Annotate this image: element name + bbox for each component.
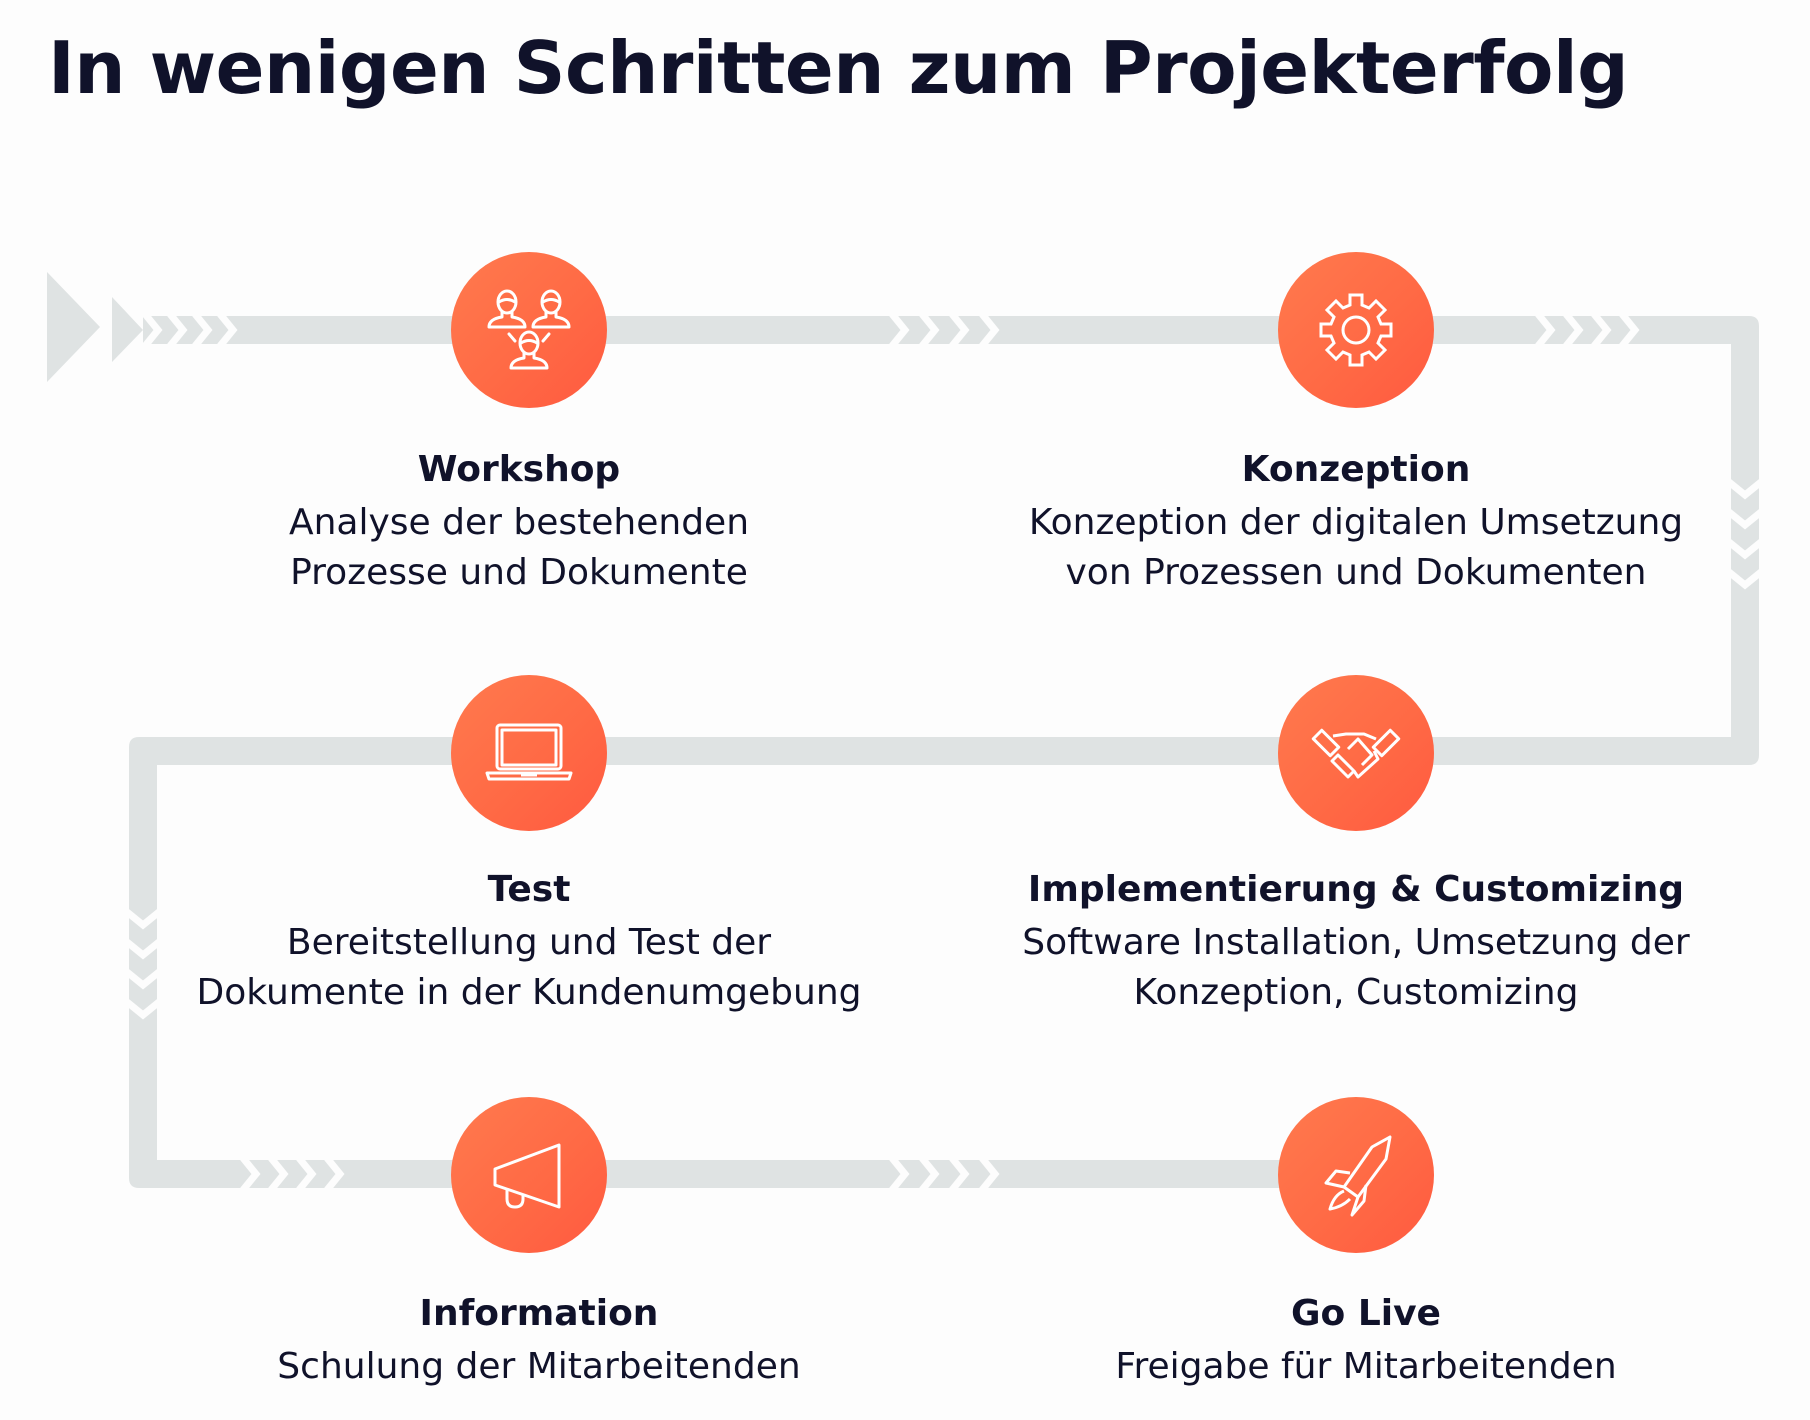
step-description: Bereitstellung und Test der Dokumente in… <box>196 922 862 1013</box>
step-workshop-circle <box>451 252 607 408</box>
step-description: Schulung der Mitarbeitenden <box>277 1346 801 1387</box>
step-title: Go Live <box>1291 1293 1441 1334</box>
step-description: Freigabe für Mitarbeitenden <box>1115 1346 1617 1387</box>
people-group-icon <box>487 289 571 370</box>
rocket-icon <box>1324 1135 1392 1217</box>
step-title: Workshop <box>417 449 621 490</box>
page-title: In wenigen Schritten zum Projekterfolg <box>48 26 1629 110</box>
start-arrow-small-icon <box>112 297 143 362</box>
step-golive: Go Live Freigabe für Mitarbeitenden <box>986 1292 1746 1392</box>
step-title: Implementierung & Customizing <box>1027 869 1685 910</box>
step-konzeption: Konzeption Konzeption der digitalen Umse… <box>976 448 1736 598</box>
megaphone-icon <box>493 1143 561 1209</box>
step-description: Software Installation, Umsetzung der Kon… <box>1022 922 1690 1013</box>
step-information: Information Schulung der Mitarbeitenden <box>159 1292 919 1392</box>
start-arrow-large-icon <box>47 272 100 382</box>
step-title: Konzeption <box>1241 449 1471 490</box>
laptop-icon <box>485 723 573 781</box>
step-golive-circle <box>1278 1097 1434 1253</box>
step-test: Test Bereitstellung und Test der Dokumen… <box>149 868 909 1018</box>
step-implementierung: Implementierung & Customizing Software I… <box>976 868 1736 1018</box>
step-test-circle <box>451 675 607 831</box>
handshake-icon <box>1311 728 1401 779</box>
step-workshop: Workshop Analyse der bestehenden Prozess… <box>139 448 899 598</box>
step-description: Analyse der bestehenden Prozesse und Dok… <box>288 502 750 593</box>
gear-icon <box>1319 293 1393 367</box>
step-information-circle <box>451 1097 607 1253</box>
step-title: Test <box>487 869 571 910</box>
step-implementierung-circle <box>1278 675 1434 831</box>
step-konzeption-circle <box>1278 252 1434 408</box>
step-title: Information <box>419 1293 659 1334</box>
step-description: Konzeption der digitalen Umsetzung von P… <box>1028 502 1684 593</box>
